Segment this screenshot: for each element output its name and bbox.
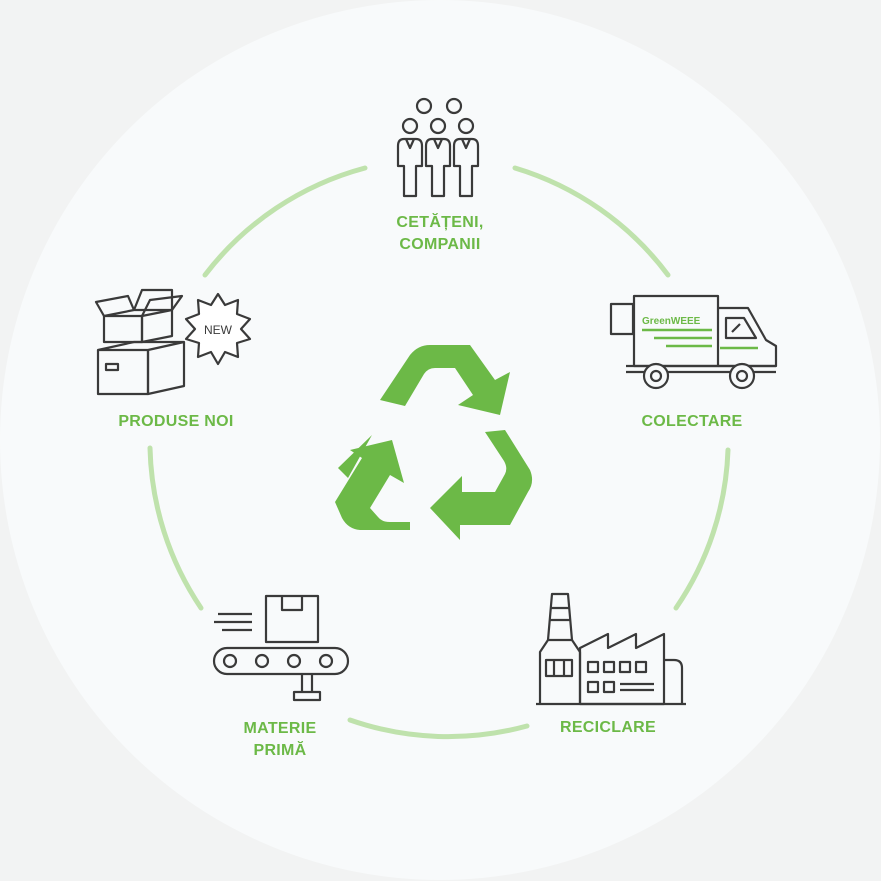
cycle-arc-top-left xyxy=(202,165,368,278)
factory-icon xyxy=(536,592,686,706)
step-raw-material-line2: PRIMĂ xyxy=(253,742,307,759)
cycle-arc-top-right xyxy=(512,165,671,278)
cycle-arc-right xyxy=(673,447,731,611)
step-raw-material-label: MATERIE PRIMĂ xyxy=(200,718,360,762)
step-citizens-line1: CETĂȚENI, xyxy=(396,214,484,231)
cycle-arc-left xyxy=(147,445,204,611)
step-recycling-label: RECICLARE xyxy=(559,719,657,736)
boxes-icon: NEW xyxy=(94,288,252,396)
new-badge-text: NEW xyxy=(204,323,233,337)
people-group-icon xyxy=(396,97,480,198)
conveyor-belt-icon xyxy=(212,594,350,702)
step-new-products-label: PRODUSE NOI xyxy=(118,413,234,430)
step-citizens-label: CETĂȚENI, COMPANII xyxy=(360,212,520,256)
truck-brand-text: GreenWEEE xyxy=(642,316,701,327)
cycle-ring xyxy=(147,165,731,740)
step-citizens-line2: COMPANII xyxy=(399,236,481,253)
recycle-icon xyxy=(335,345,533,540)
cycle-arc-bottom xyxy=(347,717,530,740)
delivery-truck-icon: GreenWEEE xyxy=(609,294,778,390)
step-collection-label: COLECTARE xyxy=(641,413,743,430)
step-raw-material-line1: MATERIE xyxy=(243,720,317,737)
